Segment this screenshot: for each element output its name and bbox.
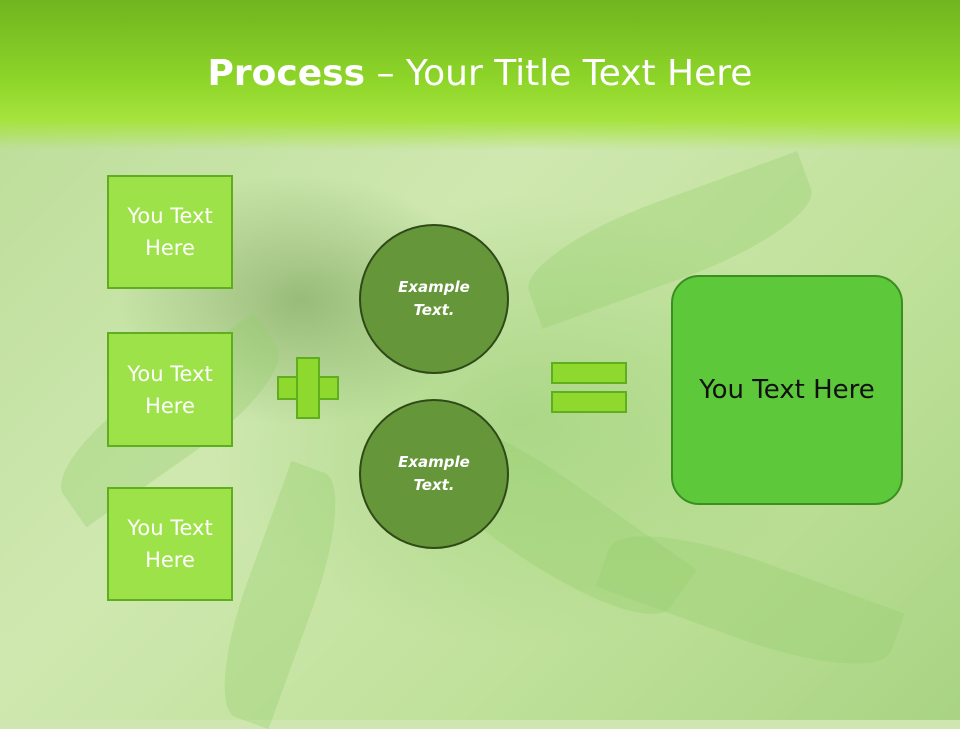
title-bar — [0, 0, 960, 150]
text-box-1[interactable]: You Text Here — [107, 175, 233, 289]
text-box-3-label: You Text Here — [127, 516, 213, 572]
circle-1[interactable]: Example Text. — [359, 224, 509, 374]
circle-1-label: Example Text. — [398, 278, 470, 319]
text-box-2-label: You Text Here — [127, 361, 213, 418]
result-box[interactable]: You Text Here — [671, 275, 903, 505]
title-bold: Process — [207, 53, 366, 94]
title-rest: – Your Title Text Here — [365, 53, 753, 94]
text-box-1-label: You Text Here — [127, 204, 213, 260]
circle-2-label: Example Text. — [398, 453, 470, 494]
text-box-3[interactable]: You Text Here — [107, 487, 233, 601]
result-label: You Text Here — [699, 375, 875, 405]
equals-icon-top — [551, 362, 627, 384]
equals-icon-bottom — [551, 391, 627, 413]
circle-2[interactable]: Example Text. — [359, 399, 509, 549]
slide-title: Process – Your Title Text Here — [0, 52, 960, 96]
plus-icon-center — [298, 378, 318, 398]
text-box-2[interactable]: You Text Here — [107, 332, 233, 447]
